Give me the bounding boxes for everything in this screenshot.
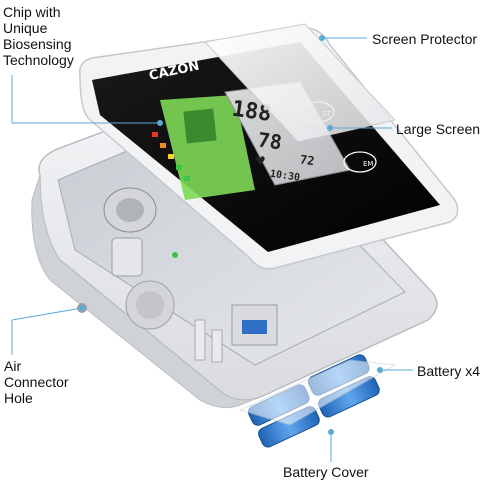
battery-cover-panel	[238, 359, 397, 426]
chip-callout: Chip with Unique Biosensing Technology	[3, 4, 74, 68]
battery-callout: Battery x4	[417, 363, 481, 379]
mem-button	[343, 151, 377, 173]
batteries	[238, 354, 397, 448]
chip-board	[160, 95, 255, 200]
svg-text:EM: EM	[363, 160, 373, 168]
indicator-green	[176, 165, 182, 170]
indicator-yellow	[168, 154, 174, 159]
callout-lines	[11, 35, 413, 462]
diastolic-value: 78	[256, 127, 283, 154]
battery-cover-callout: Battery Cover	[283, 464, 369, 480]
indicator-orange	[160, 143, 166, 148]
screen-protector-callout: Screen Protector	[372, 31, 478, 47]
large-screen-callout: Large Screen	[396, 121, 481, 137]
time-value: 10:30	[269, 169, 300, 184]
heart-icon: ♥	[255, 154, 266, 168]
air-connector-callout: Air Connector Hole	[4, 358, 69, 406]
screen-protector-film	[204, 23, 396, 143]
internal-components	[77, 187, 278, 363]
indicator-red	[152, 132, 158, 137]
pulse-value: 72	[299, 152, 315, 168]
